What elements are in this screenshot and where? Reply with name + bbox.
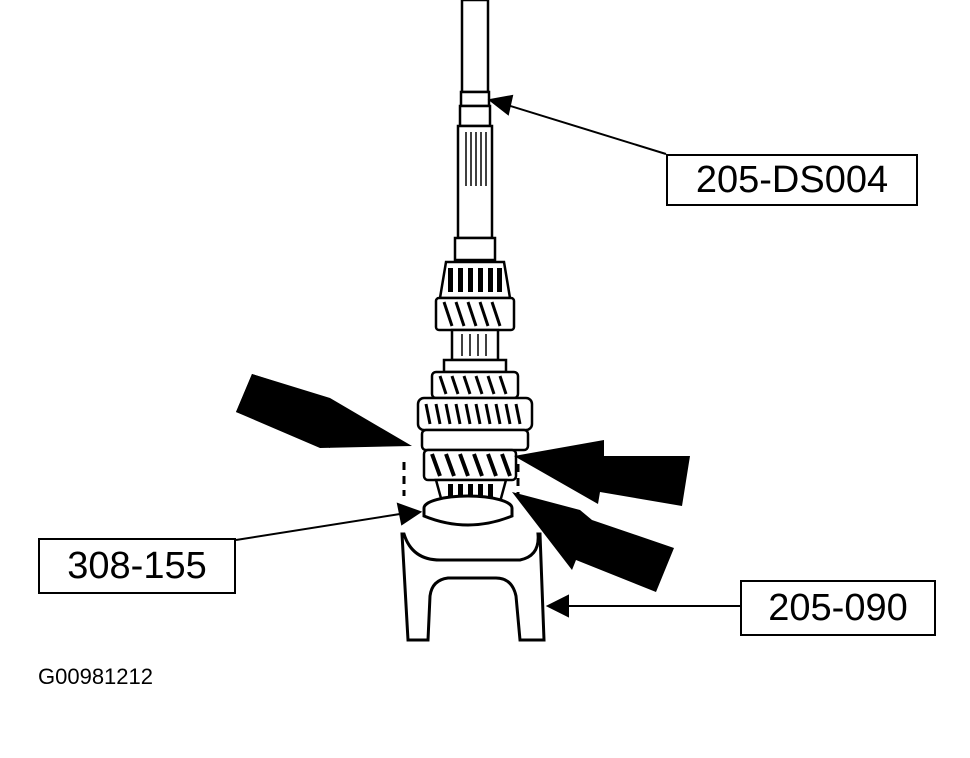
callout-205-090: 205-090 xyxy=(740,580,936,636)
upper-bearing-rollers xyxy=(448,268,502,292)
dashed-clamp-outline xyxy=(402,462,520,496)
arrow-lower-left-big xyxy=(236,374,330,448)
arrow-right-lower xyxy=(512,492,674,592)
large-gear xyxy=(416,370,534,452)
output-shaft xyxy=(453,0,497,262)
middle-shaft-splines xyxy=(461,334,487,356)
middle-shaft xyxy=(442,328,508,374)
press-support-stand xyxy=(400,532,546,642)
callout-205-ds004: 205-DS004 xyxy=(666,154,918,206)
lower-bearing-rollers xyxy=(448,484,493,498)
arrow-right-upper xyxy=(514,440,690,506)
leader-lines xyxy=(235,94,740,618)
lower-gear-teeth xyxy=(430,453,512,477)
shaft-splines xyxy=(465,132,487,186)
large-gear-teeth xyxy=(424,375,522,425)
callout-308-155: 308-155 xyxy=(38,538,236,594)
puller-collar xyxy=(422,494,514,527)
figure-id: G00981212 xyxy=(38,664,153,689)
upper-gear-teeth xyxy=(442,301,502,327)
pressure-arrows xyxy=(236,374,690,592)
